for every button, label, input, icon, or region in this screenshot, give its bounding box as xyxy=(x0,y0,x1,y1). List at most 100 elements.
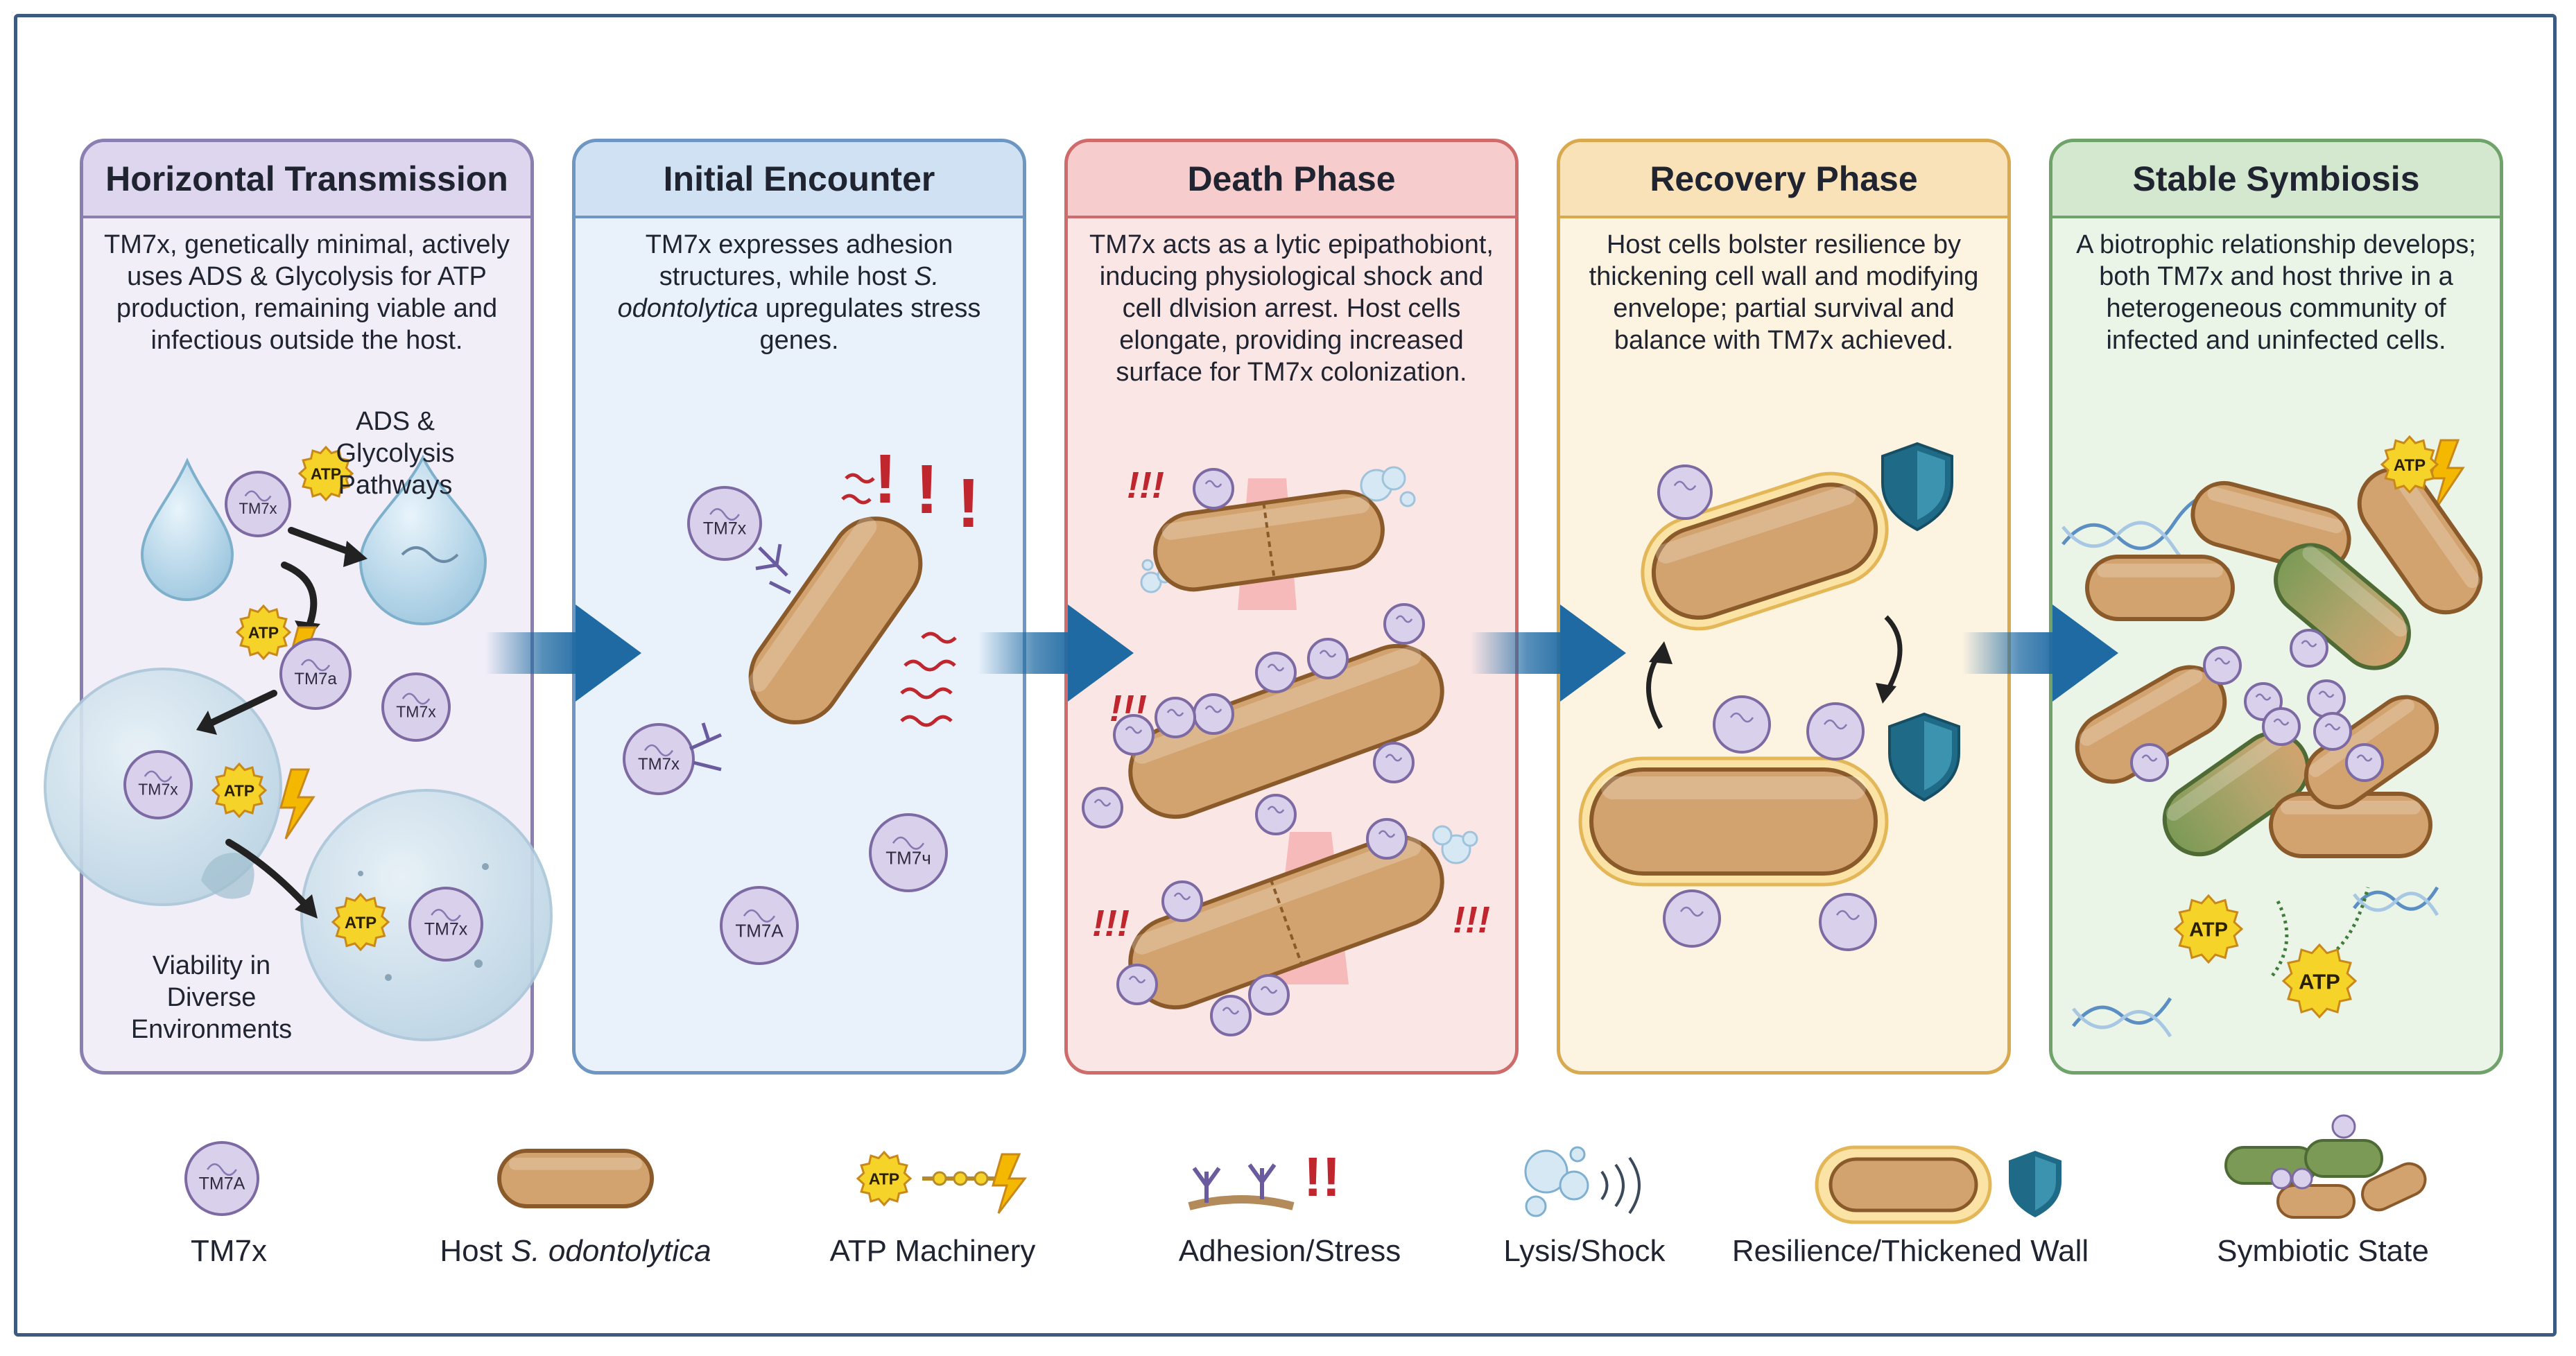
tm7x-cell xyxy=(1806,702,1865,760)
tm7x-cell: TM7x xyxy=(687,486,762,561)
tm7x-cell: TM7x xyxy=(381,672,451,742)
host-cell xyxy=(747,516,923,724)
atp-badge: ATP xyxy=(297,445,354,502)
tm7x-cell: TM7x xyxy=(225,471,291,537)
atp-badge: ATP xyxy=(2380,435,2439,494)
environment-label: Viability in Diverse Environments xyxy=(130,951,293,1044)
host-cells xyxy=(497,467,2483,1208)
host-cell xyxy=(497,1149,654,1208)
panel-title: Horizontal Transmission xyxy=(83,142,530,218)
tm7x-cell xyxy=(1713,695,1771,754)
svg-text:!: ! xyxy=(957,464,980,542)
legend-label-prefix: Host xyxy=(440,1234,512,1268)
tm7x-cell xyxy=(1113,714,1155,756)
host-cell xyxy=(1578,756,1889,887)
tm7x-cell-label: TM7x xyxy=(424,920,468,939)
atp-label: ATP xyxy=(869,1170,899,1188)
pathway-label: ADS & Glycolysis Pathways xyxy=(336,407,455,500)
tm7x-cell xyxy=(1255,652,1297,693)
flow-arrow-2 xyxy=(978,605,1134,702)
atp-label: ATP xyxy=(224,781,254,799)
tm7x-cell xyxy=(1116,964,1158,1005)
species-name: S. odontolytica xyxy=(511,1234,711,1268)
tm7x-cell xyxy=(1193,693,1234,735)
tm7x-cell-label: TM7x xyxy=(396,702,436,720)
tm7x-cell xyxy=(2262,707,2301,746)
atp-badge: ATP xyxy=(2281,943,2358,1019)
tm7x-cell xyxy=(2203,646,2242,685)
tm7x-cell xyxy=(1366,818,1408,860)
pathway-droplet-icon xyxy=(358,454,487,625)
legend-label-tm7x: TM7x xyxy=(191,1234,267,1268)
tm7x-cell xyxy=(1082,787,1123,828)
atp-label: ATP xyxy=(2394,456,2426,475)
tm7x-cell xyxy=(2290,629,2328,668)
stress-squiggles xyxy=(841,473,957,727)
atp-badge: ATP xyxy=(2173,894,2244,964)
legend-label-adhesion: Adhesion/Stress xyxy=(1178,1234,1401,1268)
cycle-arrows xyxy=(1646,615,1903,729)
adhesion-stress-icon: !! xyxy=(1188,1146,1340,1210)
shield-icon xyxy=(1881,442,1953,532)
legend-label-lysis: Lysis/Shock xyxy=(1503,1234,1666,1268)
symbiotic-state-icon xyxy=(2224,1114,2427,1219)
atp-label: ATP xyxy=(2189,919,2228,941)
atp-badge: ATP xyxy=(856,1150,913,1207)
svg-text:!: ! xyxy=(874,440,897,518)
figure-frame xyxy=(14,14,2557,1337)
flow-arrow-3 xyxy=(1470,605,1626,702)
panel-title: Death Phase xyxy=(1068,142,1515,218)
tm7x-cell-label: TM7x xyxy=(239,500,277,517)
tm7x-cell xyxy=(2130,743,2169,782)
svg-text:!!!: !!! xyxy=(1453,899,1490,941)
description-part: upregulates stress genes. xyxy=(758,294,981,355)
tm7x-cell xyxy=(1161,880,1203,922)
symbiosis-link xyxy=(2270,887,2370,979)
shield-icon xyxy=(1888,712,1960,802)
atp-badge: ATP xyxy=(235,604,292,661)
tm7x-cell: TM7ч xyxy=(869,813,948,892)
tm7x-cell-label: TM7x xyxy=(638,755,680,774)
tm7x-cell-label: TM7ч xyxy=(885,848,931,869)
legend-label-symbiotic: Symbiotic State xyxy=(2217,1234,2429,1268)
panel-description: Host cells bolster resilience by thicken… xyxy=(1589,230,1979,355)
host-cell xyxy=(1153,489,1385,592)
tm7x-cell xyxy=(1819,893,1877,951)
svg-text:!!!: !!! xyxy=(1127,464,1164,506)
atp-label: ATP xyxy=(248,623,279,641)
atp-badge: ATP xyxy=(211,762,268,819)
tm7x-cell xyxy=(2345,743,2384,782)
panel-description: TM7x acts as a lytic epipathobiont, indu… xyxy=(1089,230,1494,387)
host-cell xyxy=(2162,731,2310,857)
legend-label-host: Host S. odontolytica xyxy=(395,1234,756,1269)
atp-machinery-icon xyxy=(922,1153,1028,1214)
tm7x-cell: TM7A xyxy=(720,886,799,965)
tm7x-cell-label: TM7A xyxy=(735,921,784,941)
panel-recovery-phase: Recovery Phase Host cells bolster resili… xyxy=(1557,139,2011,1075)
tm7x-cell xyxy=(1193,468,1234,510)
tm7x-cell: TM7a xyxy=(279,638,352,710)
tm7x-cell xyxy=(1657,464,1713,520)
atp-label: ATP xyxy=(345,914,377,932)
host-cell xyxy=(2085,555,2235,621)
process-arrow xyxy=(196,527,368,919)
tm7x-cell-label: TM7A xyxy=(199,1174,245,1194)
panel-title: Initial Encounter xyxy=(576,142,1023,218)
host-cell xyxy=(2357,467,2483,615)
panel-description: A biotrophic relationship develops; both… xyxy=(2076,230,2476,355)
tm7x-cell-label: TM7a xyxy=(294,670,337,688)
flow-arrow-4 xyxy=(1962,605,2118,702)
panel-title: Stable Symbiosis xyxy=(2052,142,2500,218)
tm7x-cell xyxy=(1307,638,1349,679)
panel-description: TM7x, genetically minimal, actively uses… xyxy=(104,230,510,355)
tm7x-cell xyxy=(2307,679,2346,718)
lysis-shock-icon xyxy=(1524,1146,1641,1217)
species-name: S. odontolytica xyxy=(617,262,940,323)
svg-text:!!: !! xyxy=(1304,1146,1340,1208)
tm7x-cell xyxy=(1255,794,1297,835)
tm7x-cell: TM7A xyxy=(184,1141,259,1216)
thickened-wall-icon xyxy=(1815,1145,2061,1224)
